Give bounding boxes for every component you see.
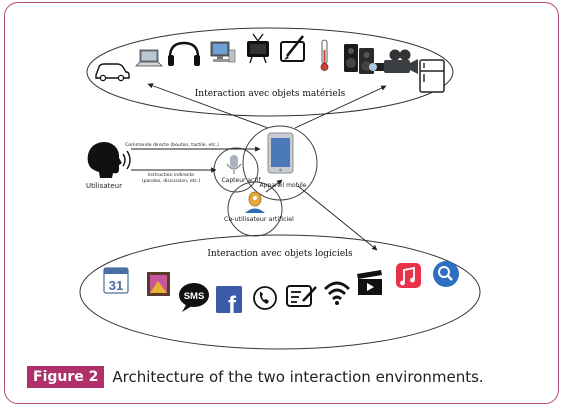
speakers-icon <box>344 44 374 74</box>
drawing-tablet-icon <box>280 35 305 62</box>
physical-objects-ellipse <box>86 27 454 117</box>
coop-label: Co-utilisateur artificiel <box>224 216 294 223</box>
coop-circle <box>227 181 283 237</box>
figure-caption-text: Architecture of the two interaction envi… <box>112 368 484 386</box>
music-icon <box>396 263 421 288</box>
facebook-icon: f <box>216 286 242 319</box>
sms-icon: SMS <box>179 283 209 312</box>
mobile-device-circle <box>242 125 318 201</box>
mobile-label: Appareil mobile <box>259 182 306 189</box>
arrow-coop-to-mobile <box>265 179 283 193</box>
car-icon <box>95 63 130 82</box>
user-label: Utilisateur <box>86 182 122 190</box>
indirect-instruction-label-1: Instruction indirecte <box>148 172 194 178</box>
physical-group-label: Interaction avec objets matériels <box>195 88 346 99</box>
direct-command-label: Commande directe (bouton, tactile, etc.) <box>125 142 219 148</box>
svg-text:f: f <box>228 292 237 319</box>
svg-text:SMS: SMS <box>184 291 205 302</box>
television-icon <box>247 33 269 64</box>
microphone-icon <box>226 155 242 174</box>
video-camera-icon <box>369 49 418 74</box>
arrow-mobile-to-physical-left <box>147 83 269 129</box>
thermometer-icon <box>320 39 329 71</box>
desktop-computer-icon <box>210 41 236 63</box>
video-clapper-icon <box>357 270 382 295</box>
laptop-icon <box>135 49 163 67</box>
calendar-icon: 31 <box>103 267 129 294</box>
arrow-mobile-to-software <box>297 185 378 251</box>
phone-icon <box>253 286 277 310</box>
sensor-label: Capteur actif <box>221 177 261 184</box>
refrigerator-icon <box>419 59 445 93</box>
photo-gallery-icon <box>147 272 170 296</box>
robot-assistant-icon <box>245 191 265 213</box>
headphones-icon <box>168 41 200 66</box>
indirect-instruction-label-2: (paroles, discussion, etc.) <box>142 178 201 184</box>
software-group-label: Interaction avec objets logiciels <box>207 249 353 259</box>
notes-icon <box>286 285 317 307</box>
smartphone-icon <box>267 132 294 174</box>
user-speaking-icon <box>87 142 131 178</box>
figure-caption: Figure 2 Architecture of the two interac… <box>27 366 484 388</box>
figure-label: Figure 2 <box>27 366 105 388</box>
sensor-circle <box>213 147 259 193</box>
software-objects-ellipse <box>79 234 481 350</box>
wifi-icon <box>324 281 350 305</box>
arrow-mobile-to-physical-right <box>294 85 387 129</box>
svg-text:31: 31 <box>109 278 123 293</box>
search-icon <box>433 261 459 287</box>
